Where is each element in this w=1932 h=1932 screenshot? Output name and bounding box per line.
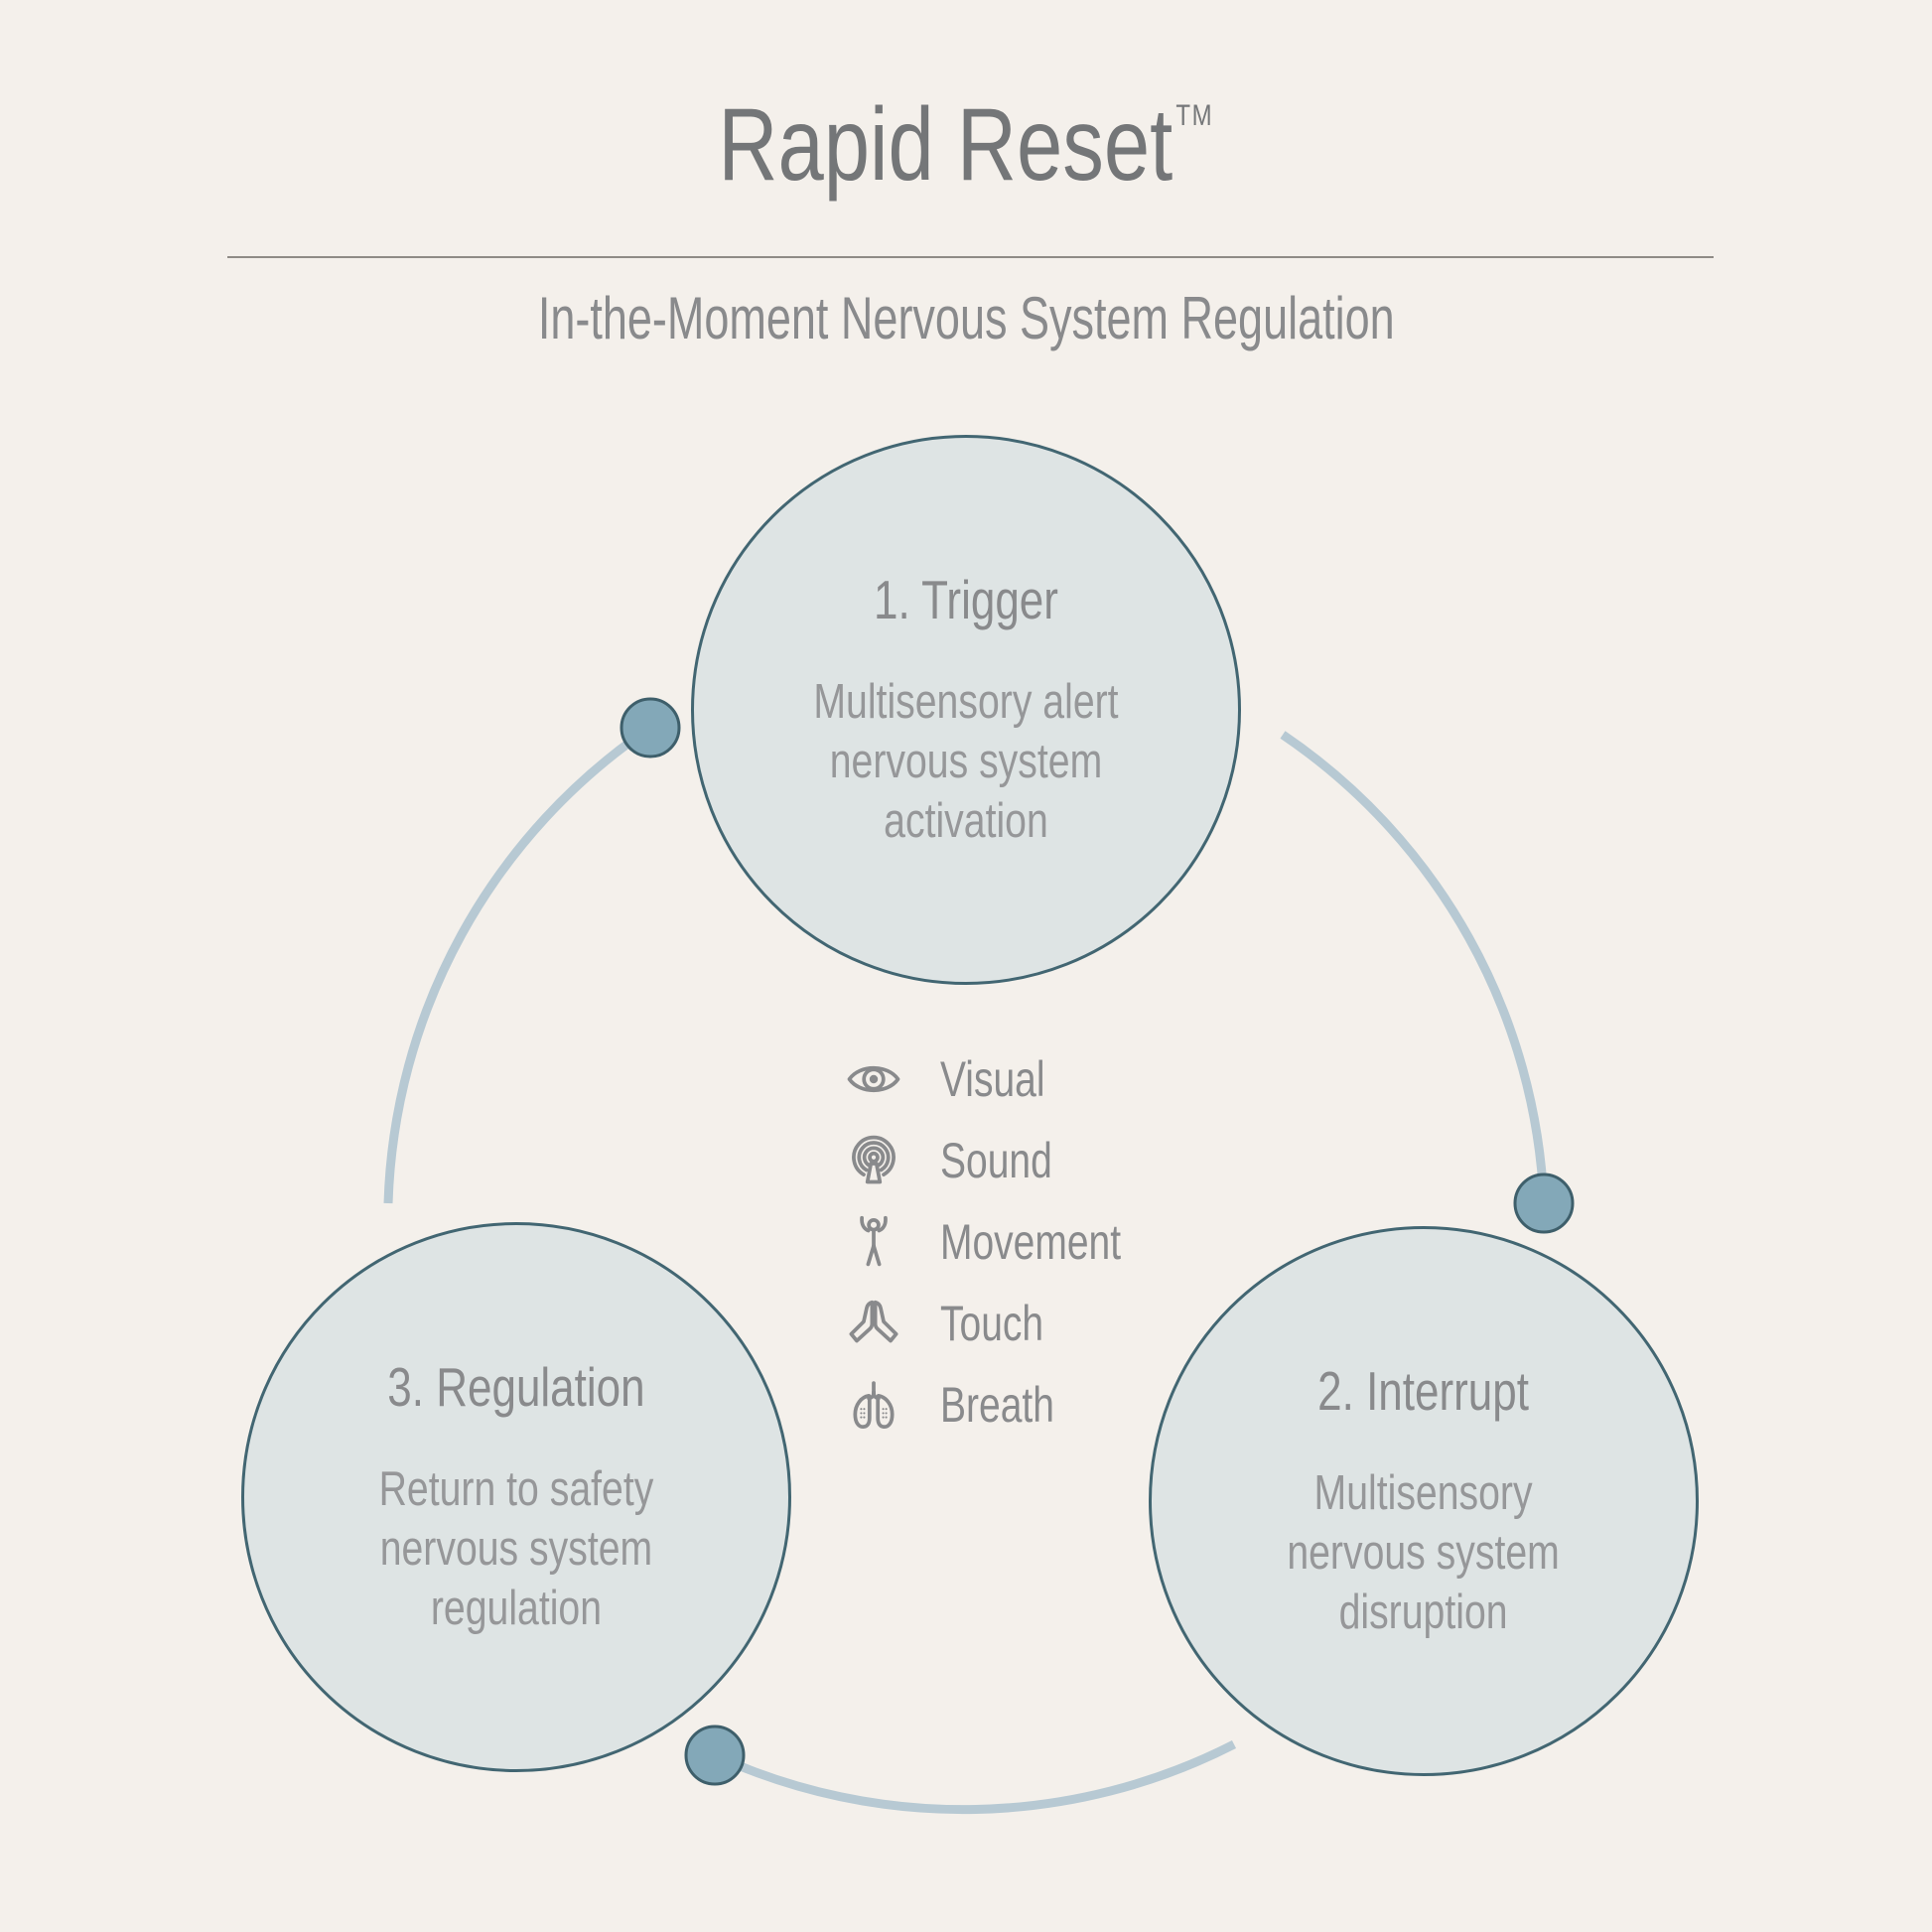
- page-title-text: Rapid Reset: [718, 87, 1173, 203]
- step-body-line: regulation: [430, 1581, 603, 1635]
- legend-label: Visual: [940, 1051, 1045, 1107]
- cycle-node-dot-top: [620, 697, 681, 759]
- step-circle-trigger: 1. Trigger Multisensory alert nervous sy…: [691, 435, 1241, 985]
- lungs-icon: [845, 1376, 902, 1434]
- sound-waves-icon: [845, 1132, 902, 1189]
- page-subtitle-text: In-the-Moment Nervous System Regulation: [537, 285, 1395, 351]
- step-heading: 2. Interrupt: [1317, 1360, 1530, 1423]
- page-subtitle: In-the-Moment Nervous System Regulation: [0, 284, 1932, 352]
- step-body-line: nervous system: [379, 1522, 653, 1577]
- step-heading: 1. Trigger: [874, 569, 1058, 631]
- legend-item: Touch: [845, 1283, 1172, 1364]
- legend-label: Touch: [940, 1296, 1044, 1351]
- legend-label: Sound: [940, 1133, 1052, 1188]
- legend-item: Visual: [845, 1038, 1172, 1120]
- step-heading: 3. Regulation: [387, 1356, 645, 1419]
- arc-regulation-to-trigger: [383, 724, 653, 1204]
- header-divider-line: [227, 256, 1714, 258]
- step-body-line: disruption: [1339, 1585, 1508, 1639]
- step-circle-interrupt: 2. Interrupt Multisensory nervous system…: [1149, 1226, 1699, 1776]
- legend-item: Movement: [845, 1201, 1172, 1283]
- step-body-line: activation: [884, 793, 1048, 848]
- eye-icon: [845, 1050, 902, 1108]
- legend-label: Breath: [940, 1377, 1054, 1433]
- step-body-line: nervous system: [829, 735, 1103, 789]
- legend-label: Movement: [940, 1214, 1122, 1270]
- person-arms-up-icon: [845, 1213, 902, 1271]
- trademark-superscript: TM: [1175, 98, 1214, 132]
- cycle-node-dot-bottom: [684, 1725, 746, 1786]
- step-circle-regulation: 3. Regulation Return to safety nervous s…: [241, 1222, 791, 1772]
- step-body-line: nervous system: [1287, 1526, 1561, 1581]
- arc-interrupt-to-regulation: [713, 1739, 1237, 1815]
- step-body-line: Multisensory: [1313, 1466, 1534, 1521]
- step-body-line: Multisensory alert: [813, 675, 1119, 730]
- legend-item: Breath: [845, 1364, 1172, 1446]
- cycle-node-dot-right: [1513, 1173, 1575, 1234]
- arc-trigger-to-interrupt: [1280, 731, 1549, 1204]
- legend-item: Sound: [845, 1120, 1172, 1201]
- praying-hands-icon: [845, 1295, 902, 1352]
- sensory-legend: Visual Sound: [845, 1038, 1172, 1446]
- step-body-line: Return to safety: [378, 1462, 654, 1517]
